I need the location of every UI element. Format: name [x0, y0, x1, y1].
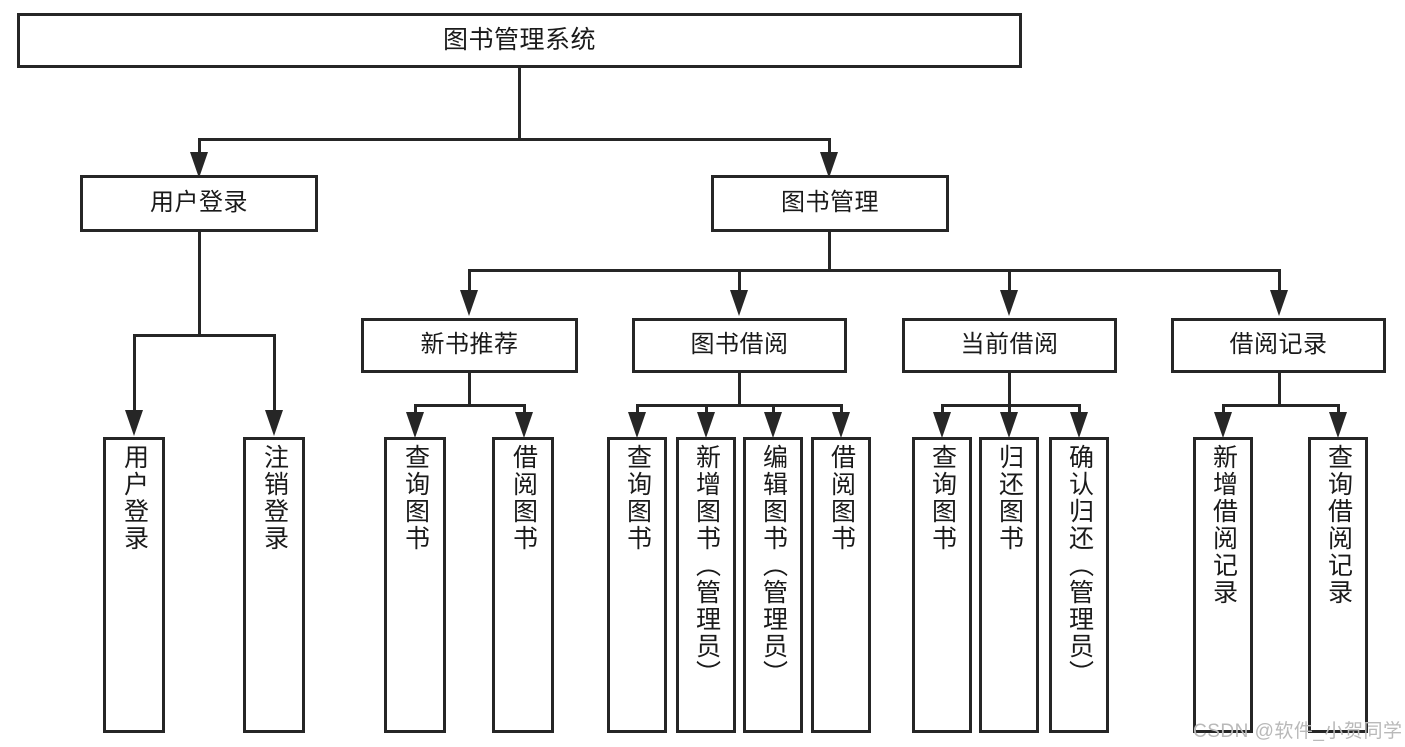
connector-borrow-record-l1	[1222, 404, 1225, 418]
connector-new-book-bus	[414, 404, 526, 407]
arrow-book-borrow-l3	[764, 412, 782, 438]
connector-current-borrow-l3	[1078, 404, 1081, 418]
connector-new-book-stem	[468, 373, 471, 406]
node-leaf-query-book-2[interactable]: 查询图书	[607, 437, 667, 733]
connector-borrow-record-bus	[1222, 404, 1340, 407]
node-user-login[interactable]: 用户登录	[80, 175, 318, 232]
node-leaf-add-book[interactable]: 新增图书（管理员）	[676, 437, 736, 733]
connector-borrow-record-l2	[1337, 404, 1340, 418]
node-leaf-add-borrow-record[interactable]: 新增借阅记录	[1193, 437, 1253, 733]
node-book-management[interactable]: 图书管理	[711, 175, 949, 232]
arrow-book-borrow-l4	[832, 412, 850, 438]
connector-new-book-l2	[523, 404, 526, 418]
node-new-book-recommend[interactable]: 新书推荐	[361, 318, 578, 373]
node-book-borrow[interactable]: 图书借阅	[632, 318, 847, 373]
connector-borrow-record-stem	[1278, 373, 1281, 406]
connector-current-borrow-bus	[941, 404, 1081, 407]
node-root-label: 图书管理系统	[442, 25, 596, 54]
node-leaf-return-book[interactable]: 归还图书	[979, 437, 1039, 733]
connector-bm-to-book-borrow	[738, 269, 741, 295]
connector-user-login-bus	[133, 334, 276, 337]
connector-book-borrow-stem	[738, 373, 741, 406]
arrow-current-borrow-l1	[933, 412, 951, 438]
node-leaf-add-borrow-record-label: 新增借阅记录	[1209, 444, 1238, 606]
node-leaf-add-book-label: 新增图书（管理员）	[692, 444, 721, 687]
node-current-borrow-label: 当前借阅	[960, 331, 1059, 359]
node-current-borrow[interactable]: 当前借阅	[902, 318, 1117, 373]
node-leaf-confirm-return-label: 确认归还（管理员）	[1065, 444, 1094, 687]
connector-current-borrow-stem	[1008, 373, 1011, 406]
node-leaf-query-book-1-label: 查询图书	[401, 444, 430, 552]
csdn-watermark: CSDN @软件_小贺同学	[1193, 721, 1403, 742]
arrow-borrow-record-l2	[1329, 412, 1347, 438]
arrow-bm-to-new-book	[460, 290, 478, 316]
connector-book-borrow-l3	[772, 404, 775, 418]
arrow-new-book-l2	[515, 412, 533, 438]
node-leaf-logout-login[interactable]: 注销登录	[243, 437, 305, 733]
arrow-current-borrow-l3	[1070, 412, 1088, 438]
arrow-current-borrow-l2	[1000, 412, 1018, 438]
connector-book-management-stem	[828, 232, 831, 272]
connector-user-login-stem	[198, 232, 201, 337]
node-leaf-borrow-book-1[interactable]: 借阅图书	[492, 437, 554, 733]
node-leaf-borrow-book-2[interactable]: 借阅图书	[811, 437, 871, 733]
connector-book-borrow-l4	[840, 404, 843, 418]
node-borrow-record-label: 借阅记录	[1229, 331, 1328, 359]
connector-current-borrow-l1	[941, 404, 944, 418]
arrow-bm-to-borrow-record	[1270, 290, 1288, 316]
connector-bm-to-current-borrow	[1008, 269, 1011, 295]
node-user-login-label: 用户登录	[150, 189, 248, 217]
arrow-root-to-user-login	[190, 152, 208, 178]
node-leaf-edit-book[interactable]: 编辑图书（管理员）	[743, 437, 803, 733]
node-leaf-query-book-3-label: 查询图书	[928, 444, 957, 552]
arrow-book-borrow-l1	[628, 412, 646, 438]
node-root[interactable]: 图书管理系统	[17, 13, 1022, 68]
connector-book-management-bus	[468, 269, 1280, 272]
node-leaf-user-login[interactable]: 用户登录	[103, 437, 165, 733]
connector-new-book-l1	[414, 404, 417, 418]
node-leaf-return-book-label: 归还图书	[995, 444, 1024, 552]
node-leaf-borrow-book-1-label: 借阅图书	[509, 444, 538, 552]
arrow-root-to-book-management	[820, 152, 838, 178]
node-leaf-logout-login-label: 注销登录	[260, 444, 289, 552]
connector-root-bus	[198, 138, 830, 141]
node-leaf-borrow-book-2-label: 借阅图书	[827, 444, 856, 552]
node-leaf-edit-book-label: 编辑图书（管理员）	[759, 444, 788, 687]
node-new-book-recommend-label: 新书推荐	[420, 331, 519, 359]
arrow-bm-to-book-borrow	[730, 290, 748, 316]
connector-bm-to-borrow-record	[1278, 269, 1281, 295]
node-borrow-record[interactable]: 借阅记录	[1171, 318, 1386, 373]
connector-user-login-left	[133, 334, 136, 416]
connector-book-borrow-l1	[636, 404, 639, 418]
node-book-borrow-label: 图书借阅	[690, 331, 789, 359]
connector-book-borrow-l2	[705, 404, 708, 418]
arrow-borrow-record-l1	[1214, 412, 1232, 438]
connector-root-stem	[518, 68, 521, 140]
connector-root-to-book-management	[828, 138, 831, 160]
node-leaf-query-book-3[interactable]: 查询图书	[912, 437, 972, 733]
arrow-bm-to-current-borrow	[1000, 290, 1018, 316]
arrow-user-login-right	[265, 410, 283, 436]
node-leaf-query-book-2-label: 查询图书	[623, 444, 652, 552]
arrow-new-book-l1	[406, 412, 424, 438]
node-leaf-query-borrow-record[interactable]: 查询借阅记录	[1308, 437, 1368, 733]
connector-book-borrow-bus	[636, 404, 843, 407]
node-leaf-query-book-1[interactable]: 查询图书	[384, 437, 446, 733]
node-book-management-label: 图书管理	[781, 189, 879, 217]
arrow-user-login-left	[125, 410, 143, 436]
node-leaf-query-borrow-record-label: 查询借阅记录	[1324, 444, 1353, 606]
connector-user-login-right	[273, 334, 276, 416]
connector-current-borrow-l2	[1008, 404, 1011, 418]
node-leaf-user-login-label: 用户登录	[120, 444, 149, 552]
connector-root-to-user-login	[198, 138, 201, 160]
connector-bm-to-new-book	[468, 269, 471, 295]
arrow-book-borrow-l2	[697, 412, 715, 438]
node-leaf-confirm-return[interactable]: 确认归还（管理员）	[1049, 437, 1109, 733]
